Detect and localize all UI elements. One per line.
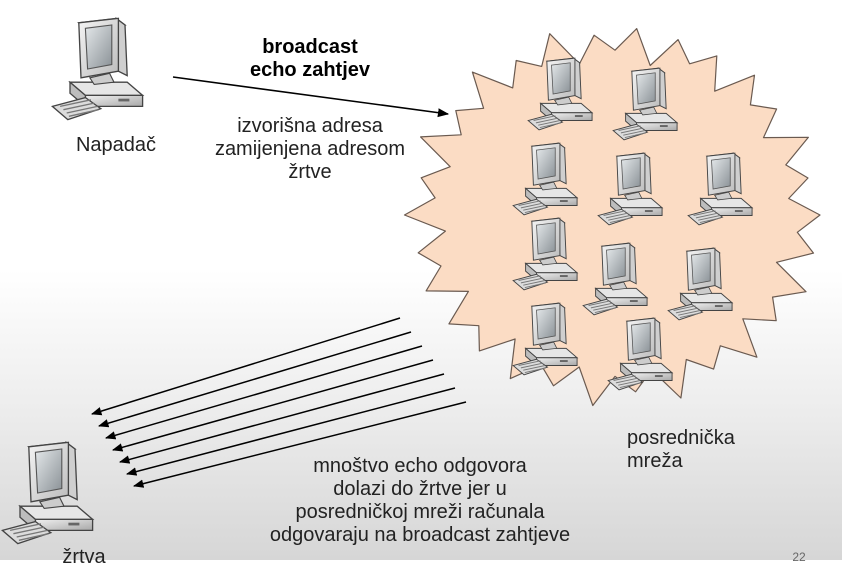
network-label-line-1: posrednička	[627, 427, 735, 449]
network-label-line-2: mreža	[627, 450, 683, 472]
victim-computer-icon	[1, 441, 94, 545]
echo-reply-arrows	[90, 317, 467, 488]
spoofed-source-line-2: zamijenjena adresom	[214, 138, 406, 160]
echo-reply-arrow	[90, 317, 401, 416]
echo-reply-arrow	[111, 359, 434, 452]
echo-reply-arrow	[97, 331, 412, 428]
victim-label: žrtva	[62, 546, 106, 568]
replies-note-line-2: dolazi do žrtve jer u	[333, 478, 507, 500]
request-title: broadcast echo zahtjev	[210, 36, 410, 82]
echo-reply-arrow	[125, 387, 456, 476]
spoofed-source-line-1: izvorišna adresa	[237, 115, 383, 137]
echo-reply-arrow	[118, 373, 445, 464]
page-number: 22	[792, 550, 806, 564]
broadcast-request-arrow	[172, 76, 450, 118]
attacker-label: Napadač	[75, 134, 157, 156]
replies-note-line-1: mnoštvo echo odgovora	[313, 455, 527, 477]
network-label: posrednička mreža	[627, 427, 735, 473]
attacker-computer-icon	[51, 17, 144, 121]
replies-note: mnoštvo echo odgovora dolazi do žrtve je…	[250, 455, 590, 547]
spoofed-source-line-3: žrtve	[288, 161, 332, 183]
request-title-line-2: echo zahtjev	[249, 59, 371, 81]
spoofed-source-note: izvorišna adresa zamijenjena adresom žrt…	[205, 115, 415, 184]
replies-note-line-4: odgovaraju na broadcast zahtjeve	[269, 524, 571, 546]
echo-reply-arrow	[104, 345, 423, 440]
echo-reply-arrow	[132, 401, 467, 488]
replies-note-line-3: posredničkoj mreži računala	[295, 501, 545, 523]
request-title-line-1: broadcast	[262, 36, 358, 58]
